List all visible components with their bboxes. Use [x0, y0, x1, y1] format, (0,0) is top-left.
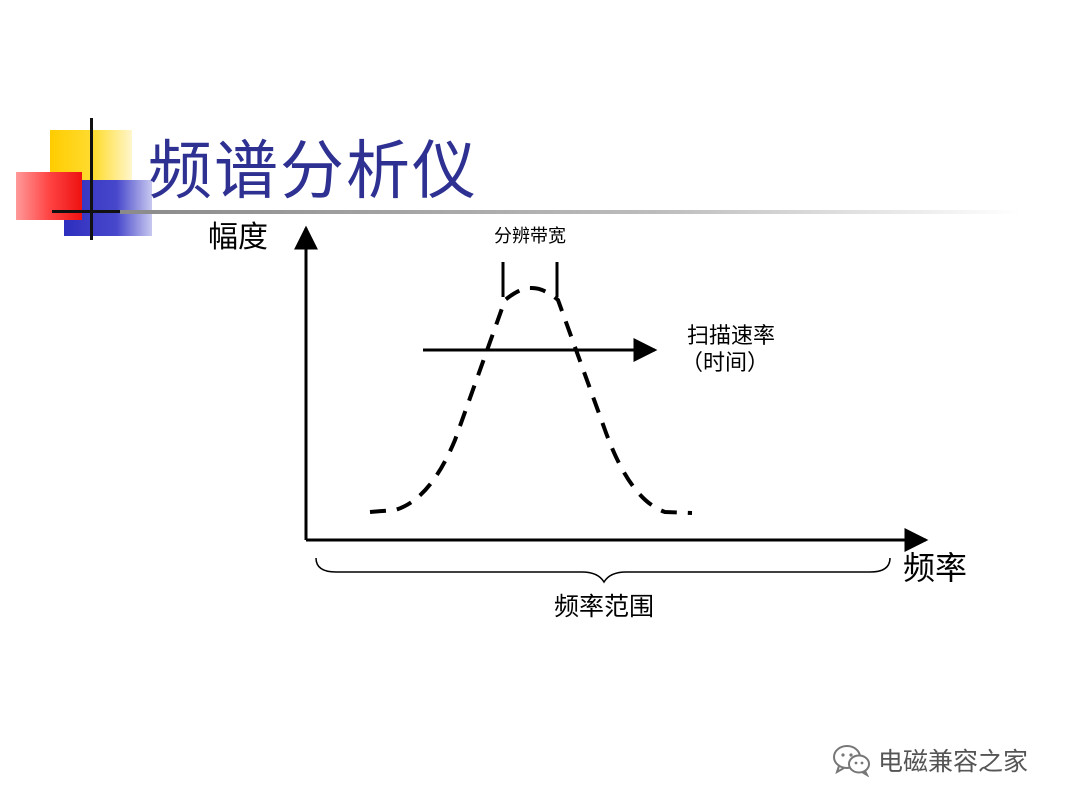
decor-vertical-line — [90, 118, 93, 240]
y-axis-label: 幅度 — [208, 220, 268, 255]
watermark-text: 电磁兼容之家 — [878, 747, 1029, 776]
x-axis-label: 频率 — [903, 549, 967, 587]
wechat-icon — [833, 745, 870, 777]
sweep-rate-sub-label: （时间） — [681, 351, 769, 376]
watermark: 电磁兼容之家 — [832, 742, 1028, 778]
decor-horizontal-line — [52, 210, 122, 213]
title-underline — [120, 210, 1020, 214]
frequency-range-label: 频率范围 — [554, 592, 654, 621]
filter-response-curve — [369, 286, 693, 515]
rbw-label: 分辨带宽 — [494, 226, 566, 247]
frequency-range-brace — [315, 557, 891, 584]
sweep-rate-label: 扫描速率 — [687, 324, 775, 349]
page-title: 频谱分析仪 — [148, 135, 478, 209]
